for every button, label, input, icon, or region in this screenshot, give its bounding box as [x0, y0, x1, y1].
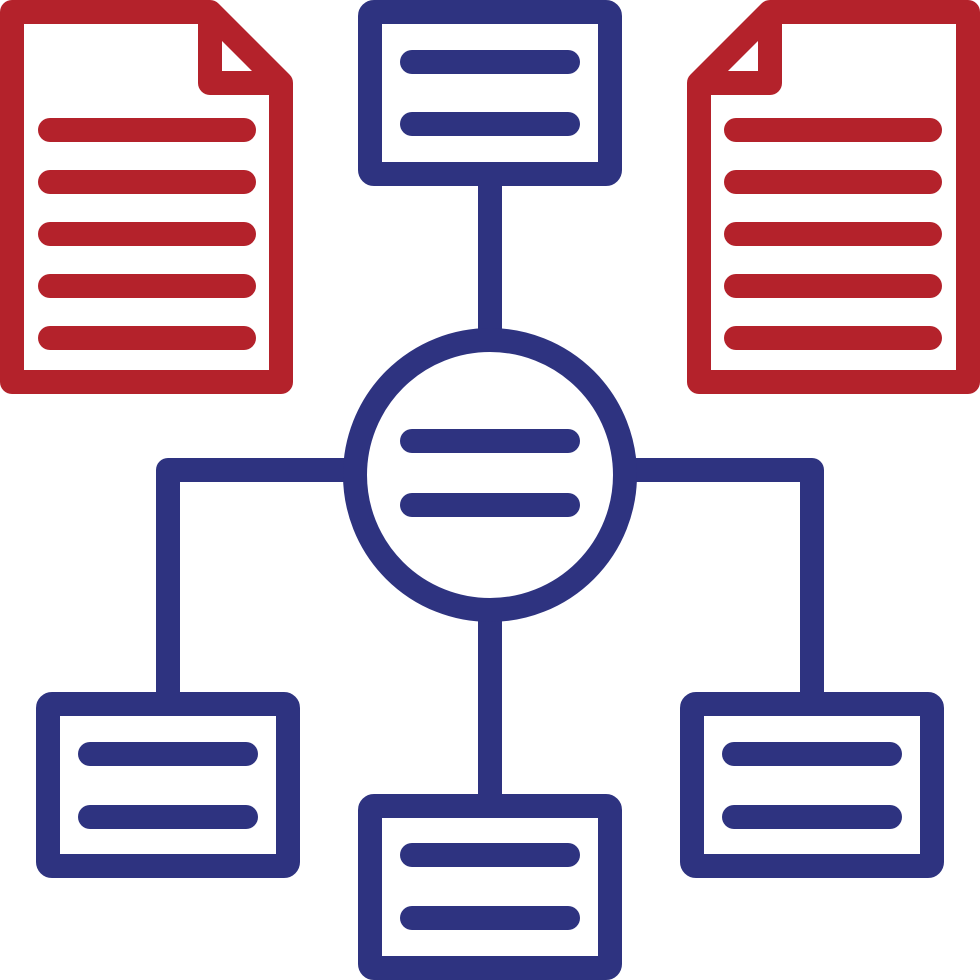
top-box-icon	[358, 0, 622, 186]
top-box-frame	[358, 0, 622, 186]
connector-lines	[156, 174, 824, 806]
document-right-lines	[724, 118, 942, 350]
hub-circle-outline	[343, 328, 637, 622]
bottom-left-box-icon	[36, 692, 300, 878]
connector-right	[625, 458, 824, 704]
document-right-fold	[699, 12, 782, 95]
bottom-center-box-frame	[358, 794, 622, 980]
hub-circle-icon	[343, 328, 637, 622]
bottom-center-box-icon	[358, 794, 622, 980]
bottom-right-box-frame	[680, 692, 944, 878]
document-left-lines	[38, 118, 256, 350]
document-left-outline	[0, 0, 293, 394]
document-left-fold	[198, 12, 281, 95]
bottom-right-box-icon	[680, 692, 944, 878]
document-right-icon	[687, 0, 980, 394]
document-left-icon	[0, 0, 293, 394]
document-right-outline	[687, 0, 980, 394]
bottom-left-box-frame	[36, 692, 300, 878]
connector-left	[156, 458, 355, 704]
